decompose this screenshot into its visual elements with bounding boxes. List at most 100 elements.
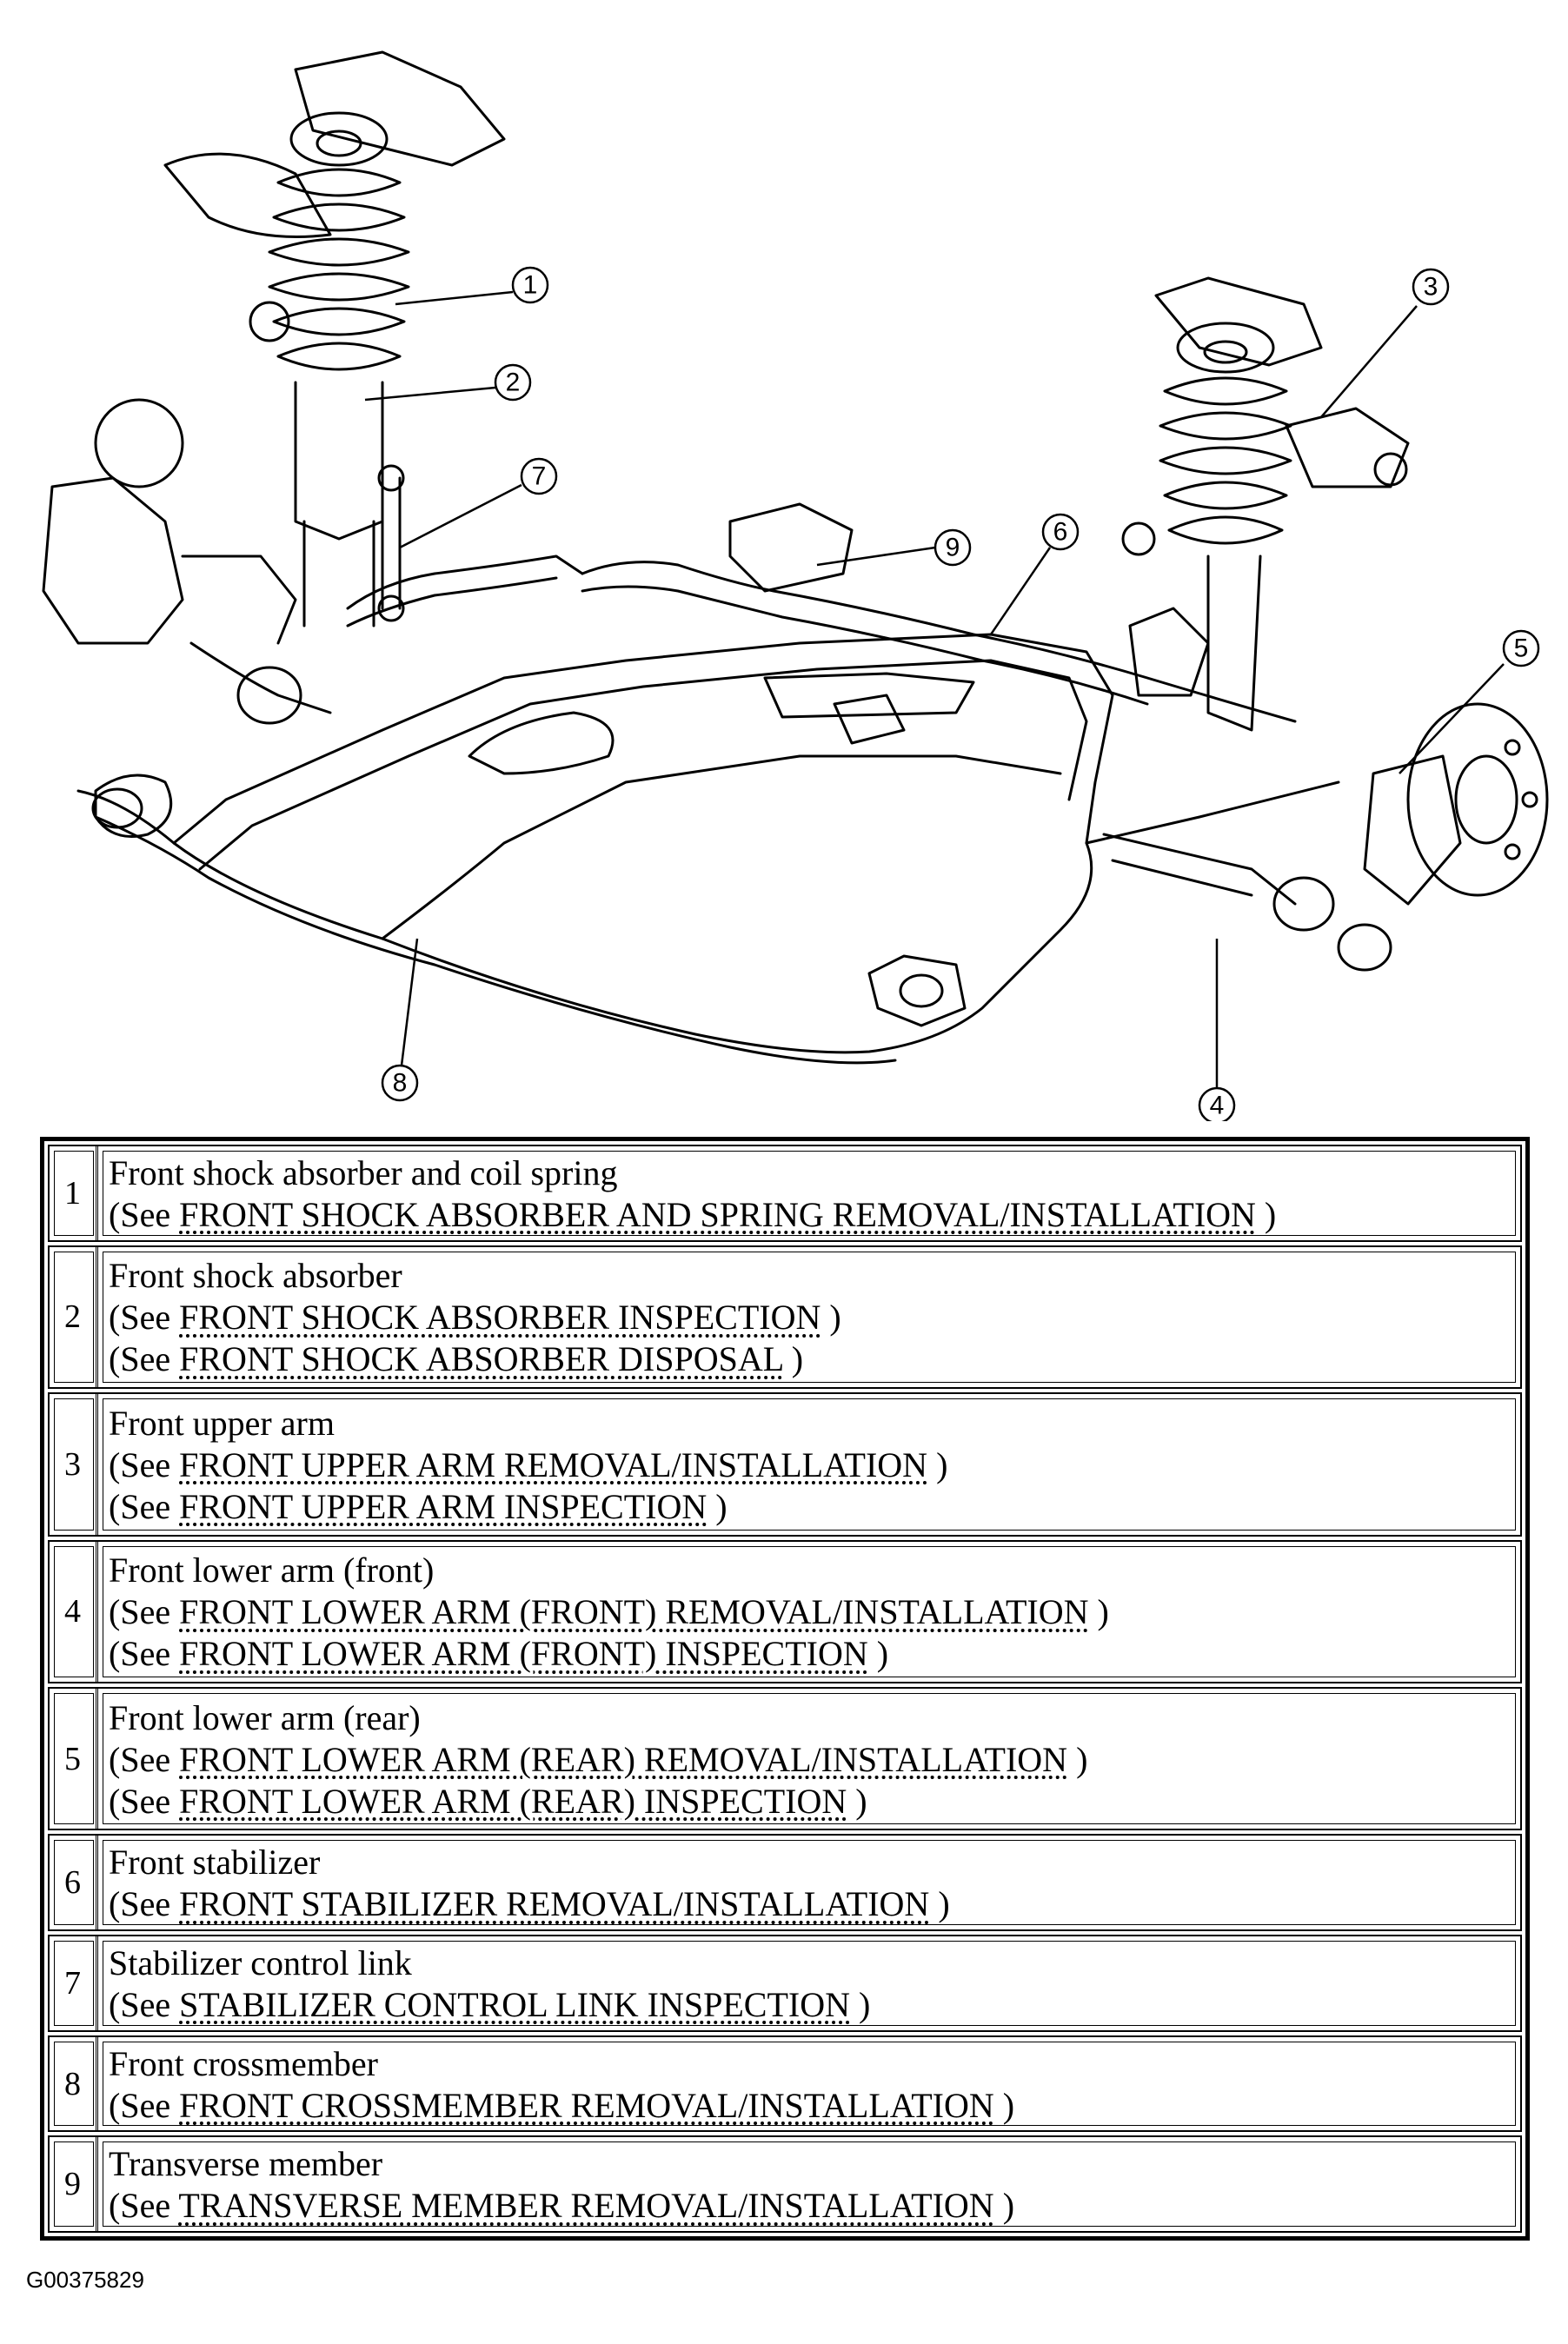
procedure-link[interactable]: FRONT LOWER ARM (FRONT) INSPECTION	[179, 1634, 868, 1674]
reference-line: (See FRONT SHOCK ABSORBER AND SPRING REM…	[109, 1194, 1512, 1236]
svg-text:3: 3	[1424, 273, 1438, 302]
callout-2: 2	[494, 363, 532, 402]
reference-line: (See FRONT STABILIZER REMOVAL/INSTALLATI…	[109, 1883, 1512, 1925]
callout-8: 8	[381, 1064, 419, 1102]
part-number: 2	[50, 1246, 98, 1388]
part-number: 6	[50, 1836, 98, 1930]
part-name: Front shock absorber	[109, 1256, 402, 1296]
procedure-link[interactable]: TRANSVERSE MEMBER REMOVAL/INSTALLATION	[178, 2186, 994, 2226]
procedure-link[interactable]: STABILIZER CONTROL LINK INSPECTION	[179, 1984, 851, 2024]
procedure-link[interactable]: FRONT UPPER ARM REMOVAL/INSTALLATION	[179, 1444, 928, 1484]
reference-line: (See FRONT SHOCK ABSORBER DISPOSAL )	[109, 1338, 1512, 1380]
svg-text:6: 6	[1053, 518, 1068, 547]
reference-line: (See STABILIZER CONTROL LINK INSPECTION …	[109, 1984, 1512, 2026]
reference-suffix: )	[821, 1298, 841, 1338]
reference-prefix: (See	[109, 1298, 180, 1338]
part-description: Front lower arm (front)(See FRONT LOWER …	[98, 1542, 1520, 1682]
procedure-link[interactable]: FRONT STABILIZER REMOVAL/INSTALLATION	[179, 1884, 930, 1924]
callout-9: 9	[933, 528, 972, 567]
reference-prefix: (See	[109, 1884, 180, 1924]
reference-prefix: (See	[109, 1486, 180, 1526]
part-name: Stabilizer control link	[109, 1942, 412, 1982]
part-name: Front upper arm	[109, 1403, 335, 1443]
part-description: Transverse member(See TRANSVERSE MEMBER …	[98, 2137, 1520, 2231]
reference-suffix: )	[1088, 1592, 1109, 1632]
reference-suffix: )	[782, 1339, 804, 1379]
part-number: 9	[50, 2137, 98, 2232]
svg-text:9: 9	[946, 534, 960, 562]
reference-prefix: (See	[109, 1339, 180, 1379]
reference-line: (See FRONT CROSSMEMBER REMOVAL/INSTALLAT…	[109, 2085, 1512, 2127]
procedure-link[interactable]: FRONT LOWER ARM (FRONT) REMOVAL/INSTALLA…	[179, 1592, 1089, 1632]
part-description: Front lower arm (rear)(See FRONT LOWER A…	[98, 1689, 1520, 1829]
procedure-link[interactable]: FRONT LOWER ARM (REAR) REMOVAL/INSTALLAT…	[179, 1739, 1068, 1779]
callout-3: 3	[1412, 268, 1450, 306]
reference-line: (See FRONT LOWER ARM (FRONT) INSPECTION …	[109, 1633, 1512, 1675]
reference-prefix: (See	[109, 2085, 180, 2125]
part-description: Front shock absorber and coil spring(See…	[98, 1146, 1520, 1240]
callout-5: 5	[1502, 629, 1540, 667]
procedure-link[interactable]: FRONT SHOCK ABSORBER INSPECTION	[179, 1298, 821, 1338]
svg-text:7: 7	[532, 462, 547, 491]
procedure-link[interactable]: FRONT LOWER ARM (REAR) INSPECTION	[179, 1781, 847, 1821]
suspension-diagram: 1 2 3 4 5 6 7 8 9	[42, 50, 1549, 1121]
procedure-link[interactable]: FRONT CROSSMEMBER REMOVAL/INSTALLATION	[179, 2085, 994, 2125]
procedure-link[interactable]: FRONT UPPER ARM INSPECTION	[179, 1486, 708, 1526]
svg-text:1: 1	[523, 271, 538, 300]
figure-id: G00375829	[26, 2267, 144, 2293]
reference-line: (See FRONT LOWER ARM (FRONT) REMOVAL/INS…	[109, 1591, 1512, 1633]
reference-line: (See FRONT UPPER ARM INSPECTION )	[109, 1486, 1512, 1528]
reference-suffix: )	[707, 1486, 728, 1526]
part-description: Front crossmember(See FRONT CROSSMEMBER …	[98, 2037, 1520, 2131]
part-number: 8	[50, 2036, 98, 2131]
part-name: Front lower arm (rear)	[109, 1697, 421, 1737]
reference-line: (See FRONT LOWER ARM (REAR) REMOVAL/INST…	[109, 1739, 1512, 1781]
svg-text:4: 4	[1210, 1092, 1225, 1120]
reference-suffix: )	[993, 2085, 1015, 2125]
reference-suffix: )	[927, 1444, 948, 1484]
reference-suffix: )	[1067, 1739, 1088, 1779]
part-name: Front shock absorber and coil spring	[109, 1152, 618, 1192]
svg-text:2: 2	[506, 369, 521, 397]
reference-suffix: )	[929, 1884, 950, 1924]
reference-line: (See FRONT LOWER ARM (REAR) INSPECTION )	[109, 1781, 1512, 1823]
reference-suffix: )	[850, 1984, 871, 2024]
part-description: Stabilizer control link(See STABILIZER C…	[98, 1936, 1520, 2030]
svg-text:8: 8	[393, 1069, 408, 1098]
part-name: Front lower arm (front)	[109, 1550, 435, 1590]
part-description: Front upper arm(See FRONT UPPER ARM REMO…	[98, 1394, 1520, 1534]
callout-6: 6	[1041, 513, 1080, 551]
procedure-link[interactable]: FRONT SHOCK ABSORBER AND SPRING REMOVAL/…	[179, 1194, 1256, 1234]
part-number: 5	[50, 1689, 98, 1829]
reference-prefix: (See	[109, 1194, 180, 1234]
reference-prefix: (See	[109, 1739, 180, 1779]
reference-suffix: )	[847, 1781, 867, 1821]
reference-prefix: (See	[109, 1444, 180, 1484]
reference-suffix: )	[867, 1634, 889, 1674]
part-name: Front crossmember	[109, 2043, 378, 2083]
reference-line: (See FRONT SHOCK ABSORBER INSPECTION )	[109, 1297, 1512, 1338]
part-name: Transverse member	[109, 2144, 383, 2184]
reference-line: (See TRANSVERSE MEMBER REMOVAL/INSTALLAT…	[109, 2185, 1512, 2227]
leader-lines	[364, 290, 1505, 1088]
reference-prefix: (See	[109, 1781, 180, 1821]
procedure-link[interactable]: FRONT SHOCK ABSORBER DISPOSAL	[179, 1339, 783, 1379]
callout-7: 7	[520, 457, 558, 495]
part-description: Front stabilizer(See FRONT STABILIZER RE…	[98, 1836, 1520, 1929]
part-description: Front shock absorber(See FRONT SHOCK ABS…	[98, 1247, 1520, 1387]
reference-prefix: (See	[109, 2186, 179, 2226]
part-number: 1	[50, 1146, 98, 1240]
reference-line: (See FRONT UPPER ARM REMOVAL/INSTALLATIO…	[109, 1444, 1512, 1486]
callout-1: 1	[511, 266, 549, 304]
part-number: 4	[50, 1541, 98, 1682]
suspension-linework	[42, 50, 1549, 1065]
